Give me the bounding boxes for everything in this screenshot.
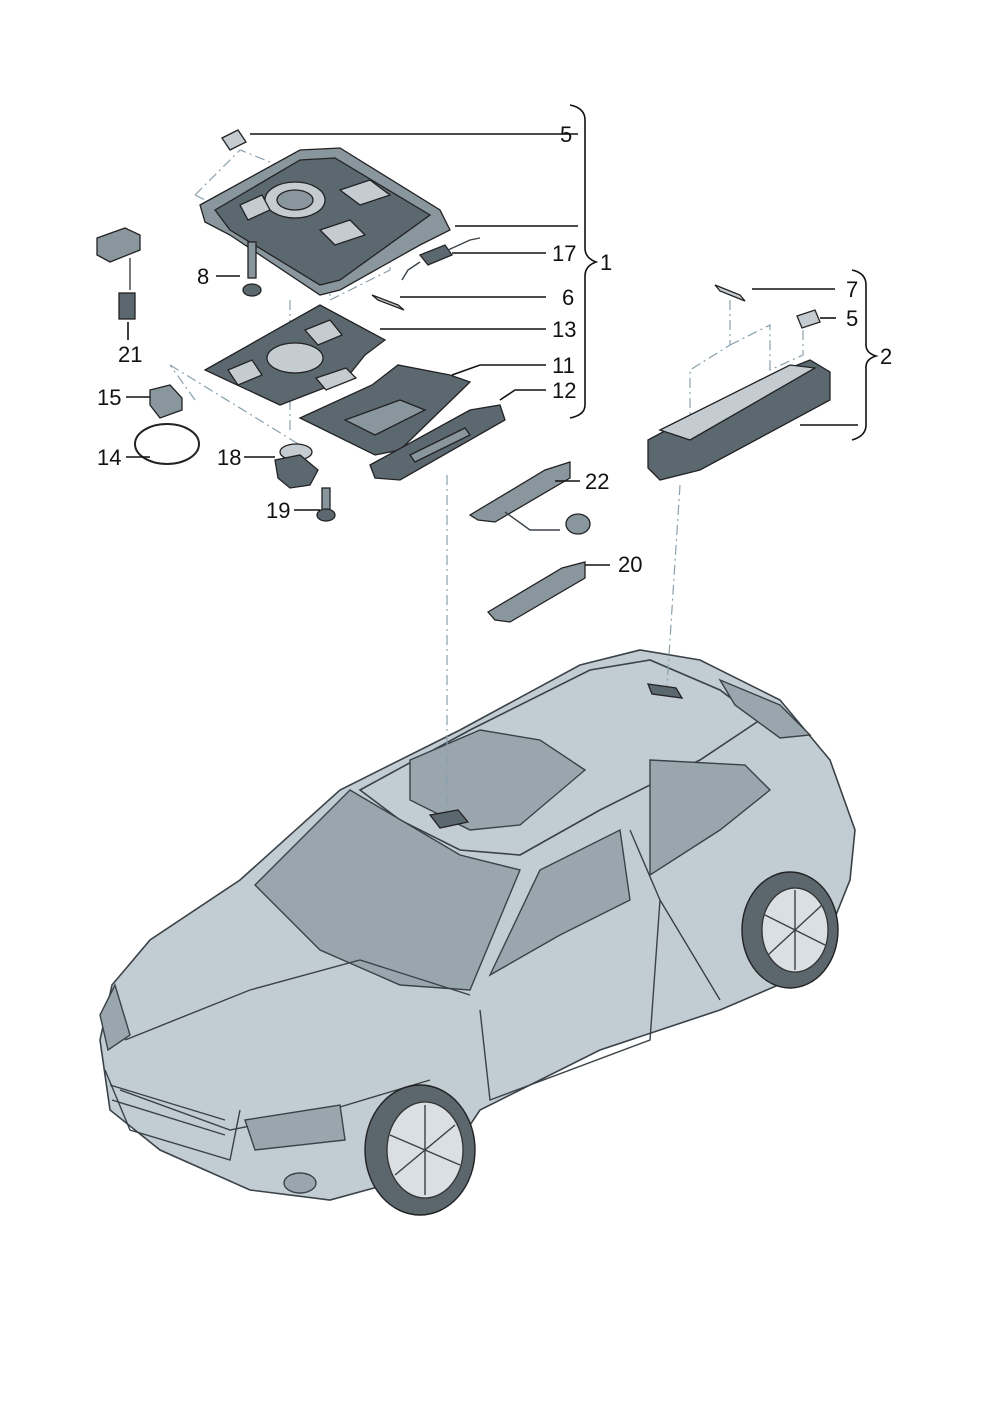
front-interior-light-housing: [199, 147, 451, 296]
callout-7: 7: [846, 277, 858, 302]
callout-2: 2: [880, 344, 892, 369]
bulb-7: [714, 284, 746, 302]
seal-ring-14: [134, 423, 200, 465]
callout-1: 1: [600, 250, 612, 275]
side-window: [488, 828, 631, 977]
callout-14: 14: [97, 445, 121, 470]
callout-20: 20: [618, 552, 642, 577]
callout-5-front: 5: [560, 122, 572, 147]
switch-17: [401, 237, 481, 281]
bulb-5-rear: [796, 309, 821, 329]
car-illustration: [99, 649, 856, 1216]
front-lamp-location-marker: [428, 809, 470, 829]
cover-13: [203, 304, 387, 406]
callout-22: 22: [585, 469, 609, 494]
callout-17: 17: [552, 241, 576, 266]
callout-6: 6: [562, 285, 574, 310]
sunroof: [409, 729, 587, 831]
callout-5-rear: 5: [846, 306, 858, 331]
leader-lines: [126, 104, 879, 566]
rear-window: [718, 678, 812, 739]
callout-8: 8: [197, 264, 209, 289]
callout-21: 21: [118, 342, 142, 367]
screw-8: [242, 241, 262, 297]
rear-interior-light-2: [647, 359, 831, 481]
callout-13: 13: [552, 317, 576, 342]
callout-15: 15: [97, 385, 121, 410]
callout-labels: 5 1 17 6 13 11 12 8 21 15 14 18 19 22 20…: [97, 122, 892, 577]
insert-11: [298, 364, 472, 456]
callout-11: 11: [552, 353, 575, 378]
callout-12: 12: [552, 378, 576, 403]
windscreen: [254, 789, 521, 991]
rear-side-window: [649, 759, 772, 877]
connector-21: [96, 227, 141, 320]
bulb-6: [371, 294, 405, 311]
bulb-5-front: [221, 129, 247, 151]
screw-19: [316, 487, 336, 522]
sensor-18: [274, 443, 319, 489]
panel-12: [369, 404, 506, 481]
holder-15: [149, 384, 183, 419]
callout-19: 19: [266, 498, 290, 523]
rear-lamp-location-marker: [646, 683, 684, 699]
bracket-22: [468, 461, 591, 535]
callout-18: 18: [217, 445, 241, 470]
bracket-20: [486, 561, 586, 623]
